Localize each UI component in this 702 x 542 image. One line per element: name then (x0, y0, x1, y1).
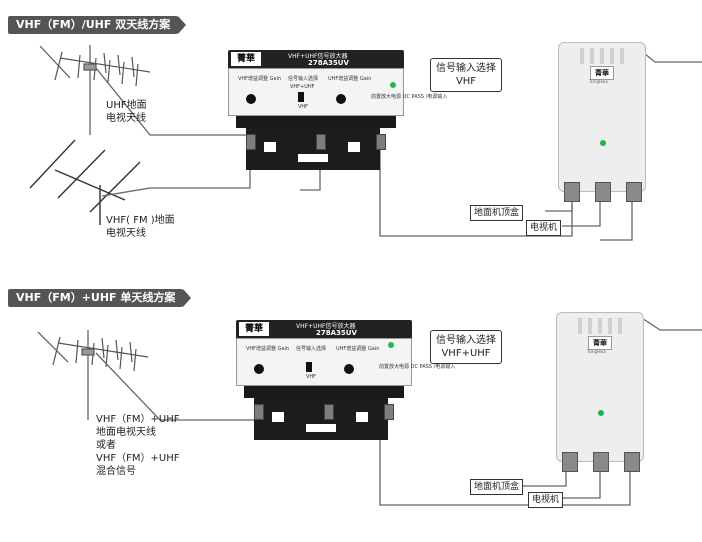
psu-connector-a (564, 182, 580, 202)
amp-model: 278A35UV (308, 59, 349, 67)
tag-tv-2: 电视机 (528, 492, 564, 508)
uhf-gain-knob[interactable] (336, 94, 346, 104)
vhf-gain-knob[interactable] (246, 94, 256, 104)
amp-vhf-uhf-label: VHF+UHF (290, 84, 315, 90)
amp-power-label: 前置放大电源 DC PASS /电源输入 (379, 364, 456, 370)
amp-brand: 菁華 (231, 52, 261, 66)
amp-vhf-label: VHF (298, 104, 309, 110)
amp-vhf-label: VHF (306, 374, 317, 380)
vhf-input-connector (246, 134, 256, 150)
amp-title: VHF+UHF信号放大器 (288, 53, 348, 60)
input-select-callout-1: 信号输入选择 VHF (430, 58, 502, 92)
amp-title: VHF+UHF信号放大器 (296, 323, 356, 330)
section2-header: VHF（FM）+UHF 单天线方案 (8, 289, 192, 307)
amp-vhf-gain-label: VHF增益调整 Gain (246, 346, 290, 352)
amp-input-select-label: 信号输入选择 (288, 76, 319, 82)
amplifier-1: 菁華 VHF+UHF信号放大器 278A35UV VHF增益调整 Gain 信号… (228, 50, 447, 190)
amp-input-select-label: 信号输入选择 (296, 346, 327, 352)
amp-model: 278A35UV (316, 329, 357, 337)
output-connector (376, 134, 386, 150)
amp-power-led (390, 82, 396, 88)
psu-brand: 菁華 (590, 66, 614, 80)
amp-uhf-gain-label: UHF增益调整 Gain (328, 76, 372, 82)
uhf-antenna-icon (39, 45, 151, 135)
vhf-input-connector (254, 404, 264, 420)
amp-power-led (388, 342, 394, 348)
amplifier-2: 菁華 VHF+UHF信号放大器 278A35UV VHF增益调整 Gain 信号… (236, 320, 455, 460)
amp-brand: 菁華 (239, 322, 269, 336)
vhf-antenna-icon (29, 139, 141, 225)
psu-led (600, 140, 606, 146)
section1-header: VHF（FM）/UHF 双天线方案 (8, 16, 187, 34)
psu-sub: TsingHwa (587, 349, 606, 354)
tag-receiver-1: 地面机顶盒 (470, 205, 524, 221)
combined-antenna-icon (37, 330, 149, 420)
input-select-callout-2: 信号输入选择 VHF+UHF (430, 330, 502, 364)
psu-connector-a (562, 452, 578, 472)
power-supply-2: 菁華 TsingHwa (556, 312, 646, 474)
output-connector (384, 404, 394, 420)
vhf-gain-knob[interactable] (254, 364, 264, 374)
amp-vhf-gain-label: VHF增益调整 Gain (238, 76, 282, 82)
amp-uhf-gain-label: UHF增益调整 Gain (336, 346, 380, 352)
input-select-switch[interactable] (298, 92, 304, 102)
psu-sub: TsingHwa (589, 79, 608, 84)
combined-antenna-label: VHF（FM）+UHF 地面电视天线 或者 VHF（FM）+UHF 混合信号 (96, 414, 180, 477)
vhf-antenna-label: VHF( FM )地面 电视天线 (106, 215, 175, 239)
psu-connector-c (626, 182, 642, 202)
psu-brand: 菁華 (588, 336, 612, 350)
psu-connector-b (595, 182, 611, 202)
power-supply-1: 菁華 TsingHwa (558, 42, 648, 204)
psu-led (598, 410, 604, 416)
tag-tv-1: 电视机 (526, 220, 562, 236)
uhf-gain-knob[interactable] (344, 364, 354, 374)
psu-connector-c (624, 452, 640, 472)
uhf-input-connector (316, 134, 326, 150)
uhf-input-connector (324, 404, 334, 420)
psu-connector-b (593, 452, 609, 472)
tag-receiver-2: 地面机顶盒 (470, 479, 524, 495)
input-select-switch[interactable] (306, 362, 312, 372)
amp-power-label: 前置放大电源 DC PASS /电源输入 (371, 94, 448, 100)
uhf-antenna-label: UHF地面 电视天线 (106, 100, 147, 124)
